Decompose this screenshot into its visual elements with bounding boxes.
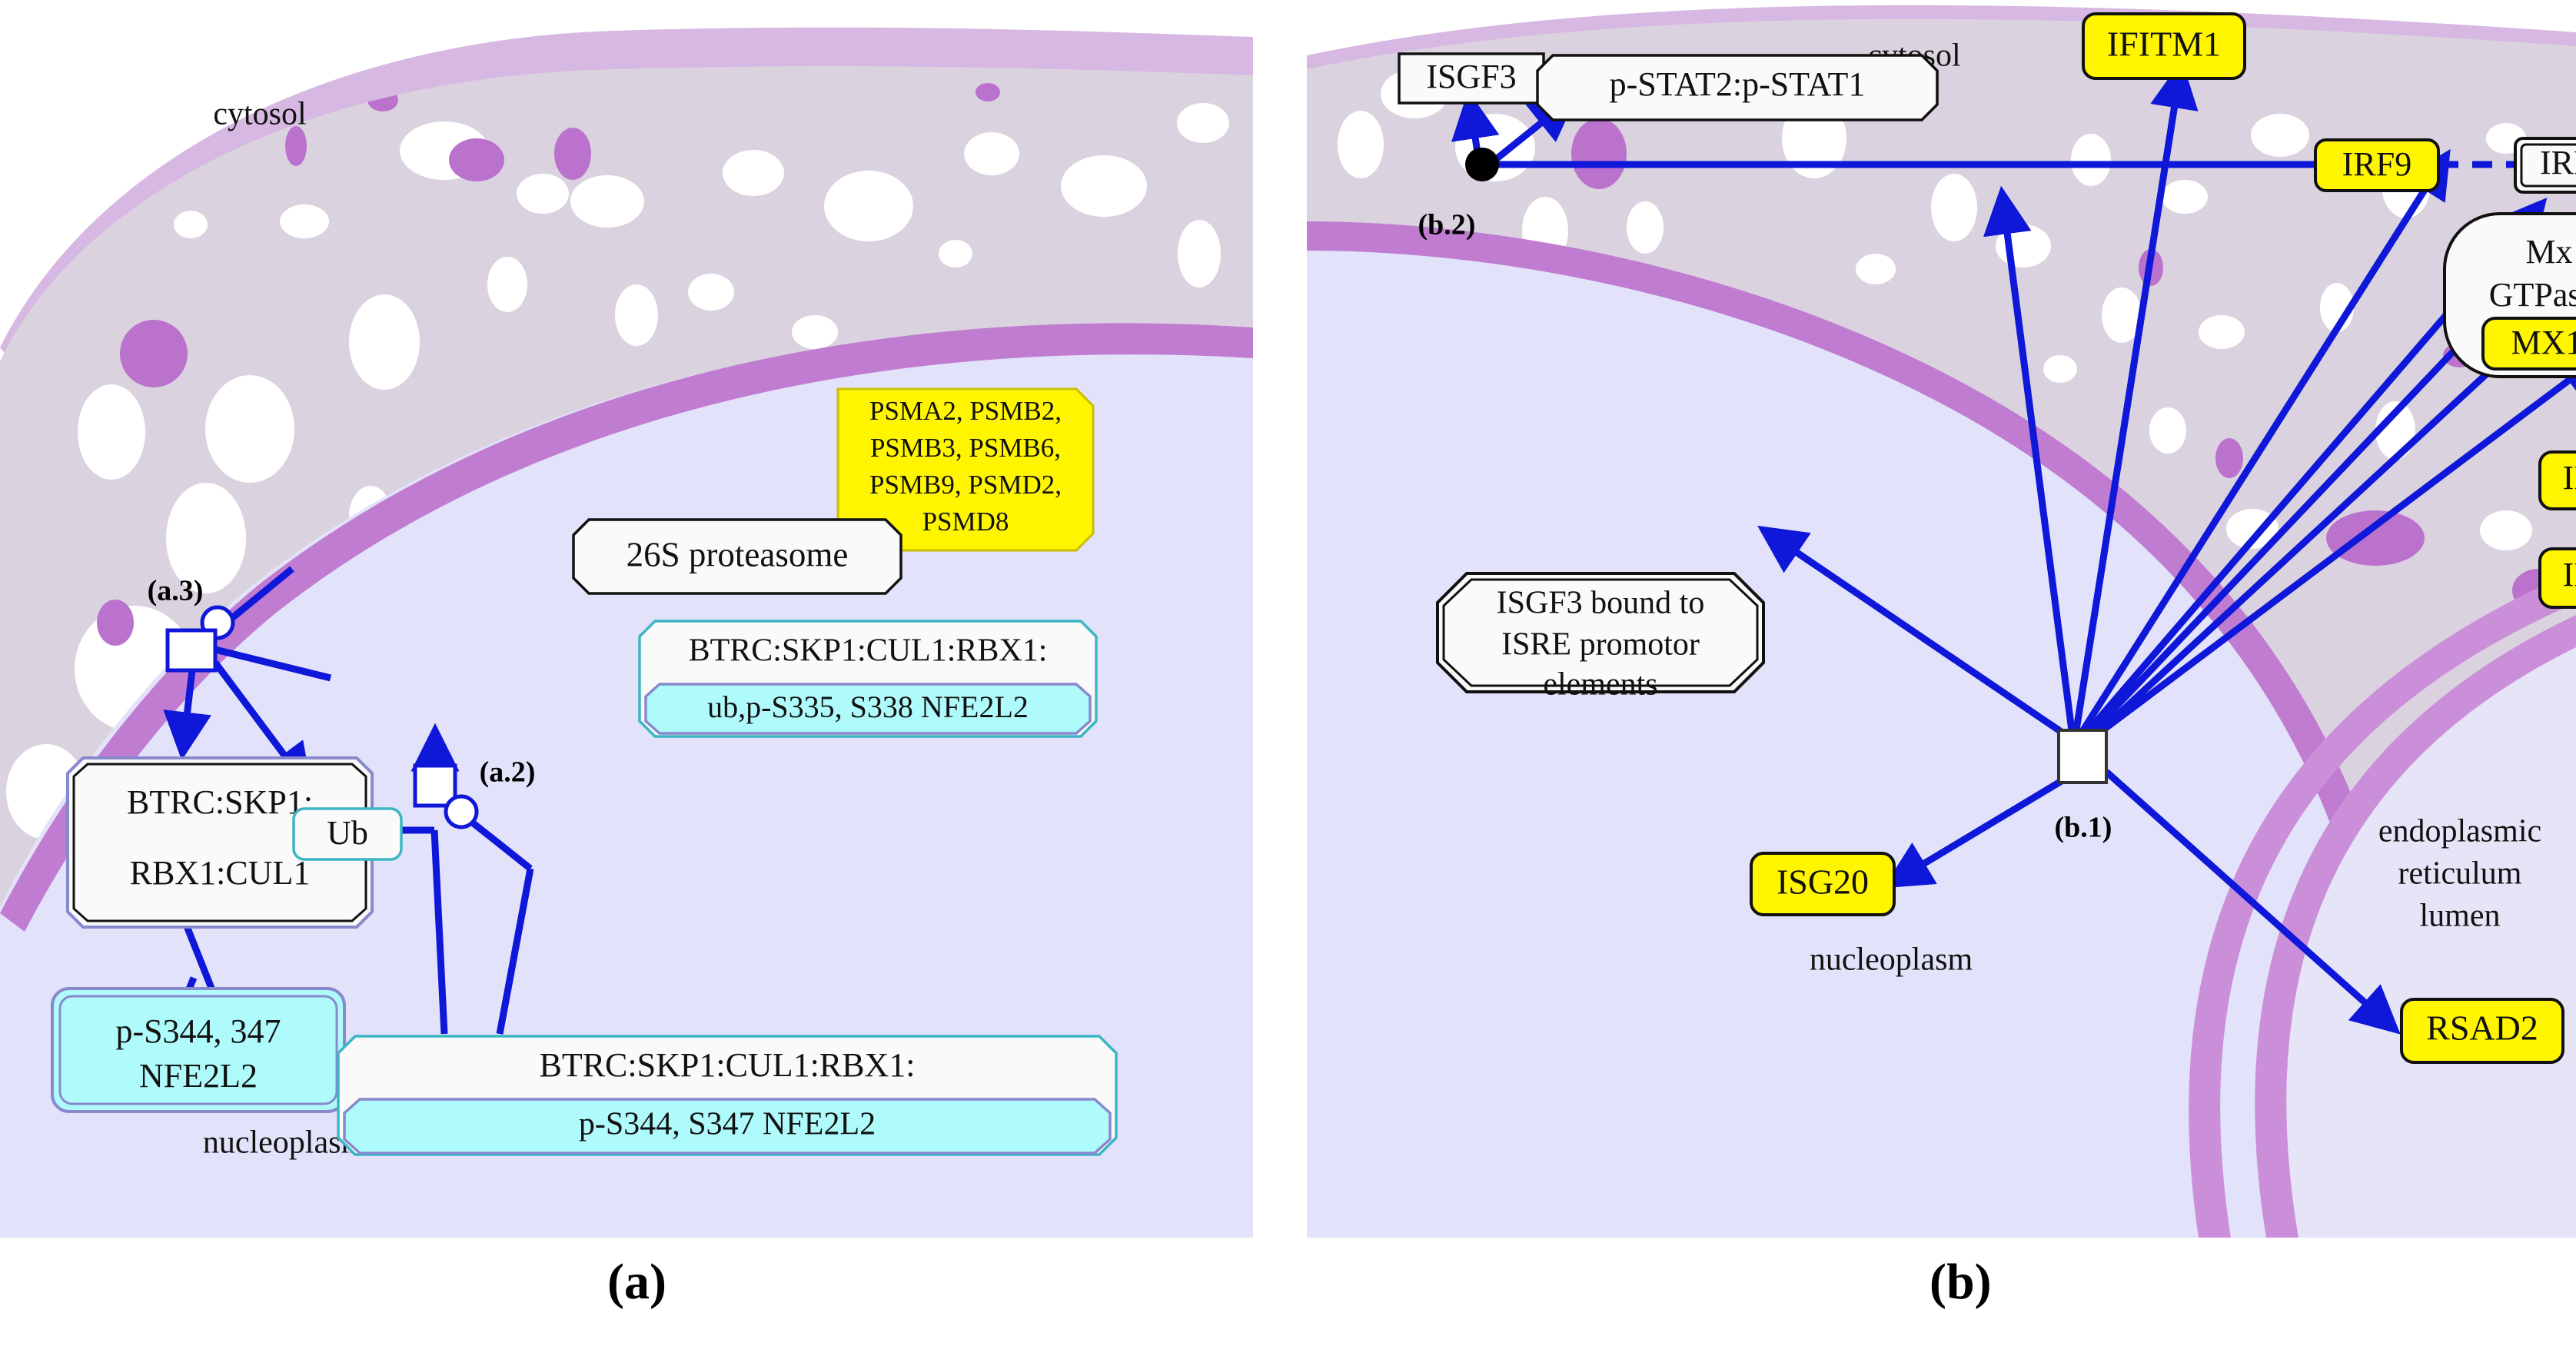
reaction-edges-b	[1451, 90, 2576, 747]
btrc-nfe2l2-top: BTRC:SKP1:CUL1:RBX1:	[539, 1046, 915, 1084]
node-irf1-9[interactable]: IRF 1-9	[2514, 137, 2576, 194]
panel-b: cytosol nucleoplasm endoplasmic reticulu…	[1307, 0, 2576, 1346]
irf9-label: IRF9	[2342, 145, 2411, 183]
label-er-line-3: lumen	[2420, 899, 2501, 934]
label-er-line-1: endoplasmic	[2378, 814, 2541, 849]
reaction-node-a2-square	[413, 763, 457, 808]
btrc-ub-bottom: ub,p-S335, S338 NFE2L2	[707, 690, 1029, 724]
node-isg20[interactable]: ISG20	[1750, 852, 1896, 916]
isgf3-bound-line-2: ISRE promotor	[1501, 627, 1700, 663]
reaction-node-a2-circle	[444, 794, 479, 829]
reaction-label-b2: (b.2)	[1418, 209, 1476, 241]
reaction-node-a3-square	[165, 628, 218, 673]
mx1-label: MX1	[2511, 324, 2576, 361]
reaction-label-b1: (b.1)	[2055, 812, 2112, 844]
isgf3-bound-line-3: elements	[1543, 667, 1657, 703]
panel-a-caption: (a)	[607, 1254, 666, 1310]
btrc-skp1-line-1: BTRC:SKP1:	[127, 783, 313, 821]
node-btrc-skp1-rbx1-cul1[interactable]: BTRC:SKP1: RBX1:CUL1	[66, 756, 374, 929]
reaction-label-a2: (a.2)	[480, 756, 536, 789]
node-ifit2[interactable]: IFIT2	[2538, 450, 2576, 510]
ifitm1-label: IFITM1	[2107, 25, 2221, 64]
label-nucleoplasm-b: nucleoplasm	[1810, 942, 1973, 978]
label-er-line-2: reticulum	[2398, 856, 2522, 892]
node-btrc-nfe2l2-complex[interactable]: BTRC:SKP1:CUL1:RBX1: p-S344, S347 NFE2L2	[337, 1035, 1118, 1156]
node-ub[interactable]: Ub	[292, 807, 403, 861]
cell-membrane-outer	[0, 27, 1253, 368]
nfe2l2-line-1: p-S344, 347	[115, 1012, 281, 1050]
psm-line-3: PSMB9, PSMD2,	[869, 470, 1062, 500]
nuclear-membrane	[0, 323, 1253, 932]
node-ifit1[interactable]: IFIT1	[2538, 547, 2576, 609]
ifit2-label: IFIT2	[2563, 459, 2576, 497]
btrc-nfe2l2-bottom: p-S344, S347 NFE2L2	[579, 1107, 876, 1142]
endoplasmic-reticulum	[2189, 570, 2576, 1238]
node-p-s344-347-nfe2l2[interactable]: p-S344, 347 NFE2L2	[51, 987, 346, 1113]
node-irf9[interactable]: IRF9	[2314, 138, 2440, 192]
isgf3-bound-line-1: ISGF3 bound to	[1497, 586, 1705, 621]
btrc-skp1-line-2: RBX1:CUL1	[130, 854, 311, 892]
node-rsad2[interactable]: RSAD2	[2400, 998, 2564, 1064]
nfe2l2-line-2: NFE2L2	[139, 1057, 258, 1095]
reaction-node-b1-square	[2057, 729, 2108, 784]
node-p-stat2-p-stat1[interactable]: p-STAT2:p-STAT1	[1536, 54, 1939, 121]
reaction-label-a3: (a.3)	[148, 575, 204, 607]
panel-b-caption: (b)	[1930, 1254, 1992, 1310]
mx-line-1: Mx	[2525, 233, 2572, 271]
node-isgf3-bound[interactable]: ISGF3 bound to ISRE promotor elements	[1436, 572, 1765, 703]
node-btrc-ub-complex[interactable]: BTRC:SKP1:CUL1:RBX1: ub,p-S335, S338 NFE…	[638, 620, 1098, 738]
panel-a: cytosol nucleoplasm	[0, 0, 1253, 1346]
ifit1-label: IFIT1	[2563, 556, 2576, 593]
mx-line-2: GTPases	[2489, 276, 2576, 314]
psm-line-1: PSMA2, PSMB2,	[869, 396, 1062, 426]
node-26s-proteasome[interactable]: 26S proteasome	[572, 518, 902, 595]
psm-line-4: PSMD8	[922, 507, 1009, 537]
btrc-ub-top: BTRC:SKP1:CUL1:RBX1:	[689, 633, 1048, 669]
proteasome-label: 26S proteasome	[627, 535, 849, 573]
rsad2-label: RSAD2	[2426, 1009, 2538, 1048]
label-cytosol-a: cytosol	[213, 97, 306, 132]
p-stat-label: p-STAT2:p-STAT1	[1610, 65, 1866, 103]
node-mx-gtpases[interactable]: Mx GTPases MX1	[2443, 212, 2576, 378]
ub-label: Ub	[327, 814, 368, 852]
irf1-9-label: IRF 1-9	[2540, 144, 2576, 181]
reaction-edges-b-fan	[1883, 59, 2576, 1035]
isgf3-label: ISGF3	[1426, 58, 1516, 95]
node-ifitm1[interactable]: IFITM1	[2082, 12, 2246, 80]
node-isgf3[interactable]: ISGF3	[1398, 52, 1545, 105]
isg20-label: ISG20	[1777, 862, 1869, 902]
node-psm-gene-set[interactable]: PSMA2, PSMB2, PSMB3, PSMB6, PSMB9, PSMD2…	[836, 387, 1095, 552]
reaction-node-b2-dot	[1465, 148, 1499, 181]
psm-line-2: PSMB3, PSMB6,	[870, 433, 1061, 463]
